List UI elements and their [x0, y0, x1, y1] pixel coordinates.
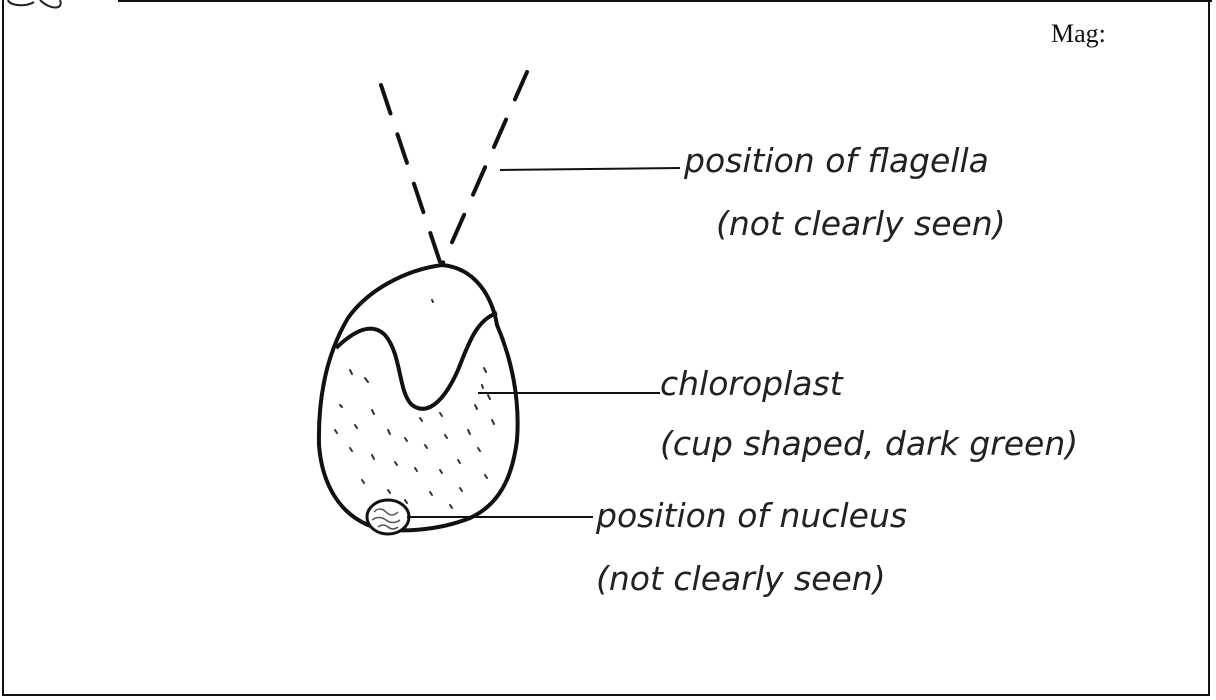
- flagella-leader-line: [500, 168, 680, 170]
- chloroplast-label-line2: (cup shaped, dark green): [660, 424, 1078, 463]
- flagella-label-line2: (not clearly seen): [716, 204, 1006, 243]
- chloroplast-cup: [336, 313, 497, 409]
- cropped-heading-fragment-2: [40, 0, 61, 8]
- cropped-heading-fragment: [8, 0, 34, 5]
- flagellum-left: [381, 85, 441, 265]
- cell-membrane: [319, 265, 518, 530]
- chloroplast-label-line1: chloroplast: [660, 364, 844, 403]
- flagellum-right: [442, 72, 527, 265]
- nucleus-label-line2: (not clearly seen): [596, 559, 886, 598]
- nucleus-label-line1: position of nucleus: [595, 496, 907, 535]
- flagella-label-line1: position of flagella: [683, 141, 989, 180]
- nucleus: [367, 500, 409, 534]
